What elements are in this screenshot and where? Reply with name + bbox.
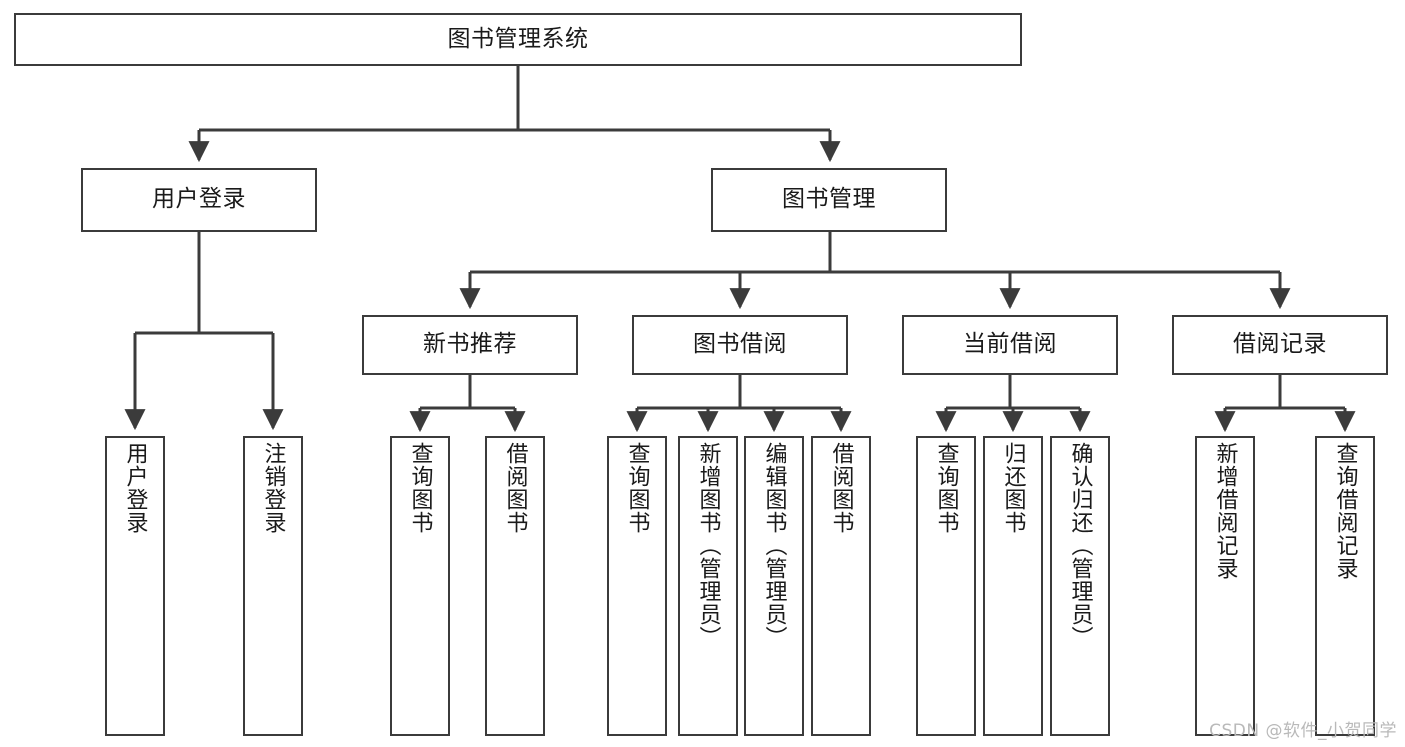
leaf-edit-book-admin[interactable]: 编辑图书（管理员） bbox=[744, 436, 804, 736]
leaf-label: 查询图书 bbox=[624, 442, 650, 534]
leaf-label: 用户登录 bbox=[122, 442, 148, 534]
leaf-query-book-2[interactable]: 查询图书 bbox=[607, 436, 667, 736]
leaf-label: 查询图书 bbox=[933, 442, 959, 534]
leaf-logout-login[interactable]: 注销登录 bbox=[243, 436, 303, 736]
leaf-label: 编辑图书（管理员） bbox=[761, 442, 787, 649]
node-root-book-management-system[interactable]: 图书管理系统 bbox=[14, 13, 1022, 66]
node-label: 用户登录 bbox=[152, 186, 246, 213]
leaf-label: 新增借阅记录 bbox=[1212, 442, 1238, 580]
leaf-label: 注销登录 bbox=[260, 442, 286, 534]
leaf-label: 借阅图书 bbox=[828, 442, 854, 534]
node-borrow-record[interactable]: 借阅记录 bbox=[1172, 315, 1388, 375]
node-book-management[interactable]: 图书管理 bbox=[711, 168, 947, 232]
node-book-borrow[interactable]: 图书借阅 bbox=[632, 315, 848, 375]
node-label: 图书借阅 bbox=[693, 331, 787, 358]
node-user-login[interactable]: 用户登录 bbox=[81, 168, 317, 232]
leaf-label: 查询图书 bbox=[407, 442, 433, 534]
leaf-label: 归还图书 bbox=[1000, 442, 1026, 534]
node-new-book-recommend[interactable]: 新书推荐 bbox=[362, 315, 578, 375]
node-label: 图书管理系统 bbox=[447, 25, 589, 52]
node-label: 新书推荐 bbox=[423, 331, 517, 358]
leaf-confirm-return-admin[interactable]: 确认归还（管理员） bbox=[1050, 436, 1110, 736]
leaf-query-book-1[interactable]: 查询图书 bbox=[390, 436, 450, 736]
node-label: 借阅记录 bbox=[1233, 331, 1327, 358]
leaf-query-borrow-record[interactable]: 查询借阅记录 bbox=[1315, 436, 1375, 736]
node-label: 当前借阅 bbox=[963, 331, 1057, 358]
node-current-borrow[interactable]: 当前借阅 bbox=[902, 315, 1118, 375]
node-label: 图书管理 bbox=[782, 186, 876, 213]
leaf-label: 借阅图书 bbox=[502, 442, 528, 534]
leaf-user-login[interactable]: 用户登录 bbox=[105, 436, 165, 736]
leaf-add-borrow-record[interactable]: 新增借阅记录 bbox=[1195, 436, 1255, 736]
leaf-label: 确认归还（管理员） bbox=[1067, 442, 1093, 649]
leaf-borrow-book-2[interactable]: 借阅图书 bbox=[811, 436, 871, 736]
leaf-query-book-3[interactable]: 查询图书 bbox=[916, 436, 976, 736]
leaf-label: 查询借阅记录 bbox=[1332, 442, 1358, 580]
leaf-return-book[interactable]: 归还图书 bbox=[983, 436, 1043, 736]
leaf-label: 新增图书（管理员） bbox=[695, 442, 721, 649]
leaf-add-book-admin[interactable]: 新增图书（管理员） bbox=[678, 436, 738, 736]
leaf-borrow-book-1[interactable]: 借阅图书 bbox=[485, 436, 545, 736]
watermark-csdn: CSDN @软件_小贺同学 bbox=[1209, 721, 1397, 741]
